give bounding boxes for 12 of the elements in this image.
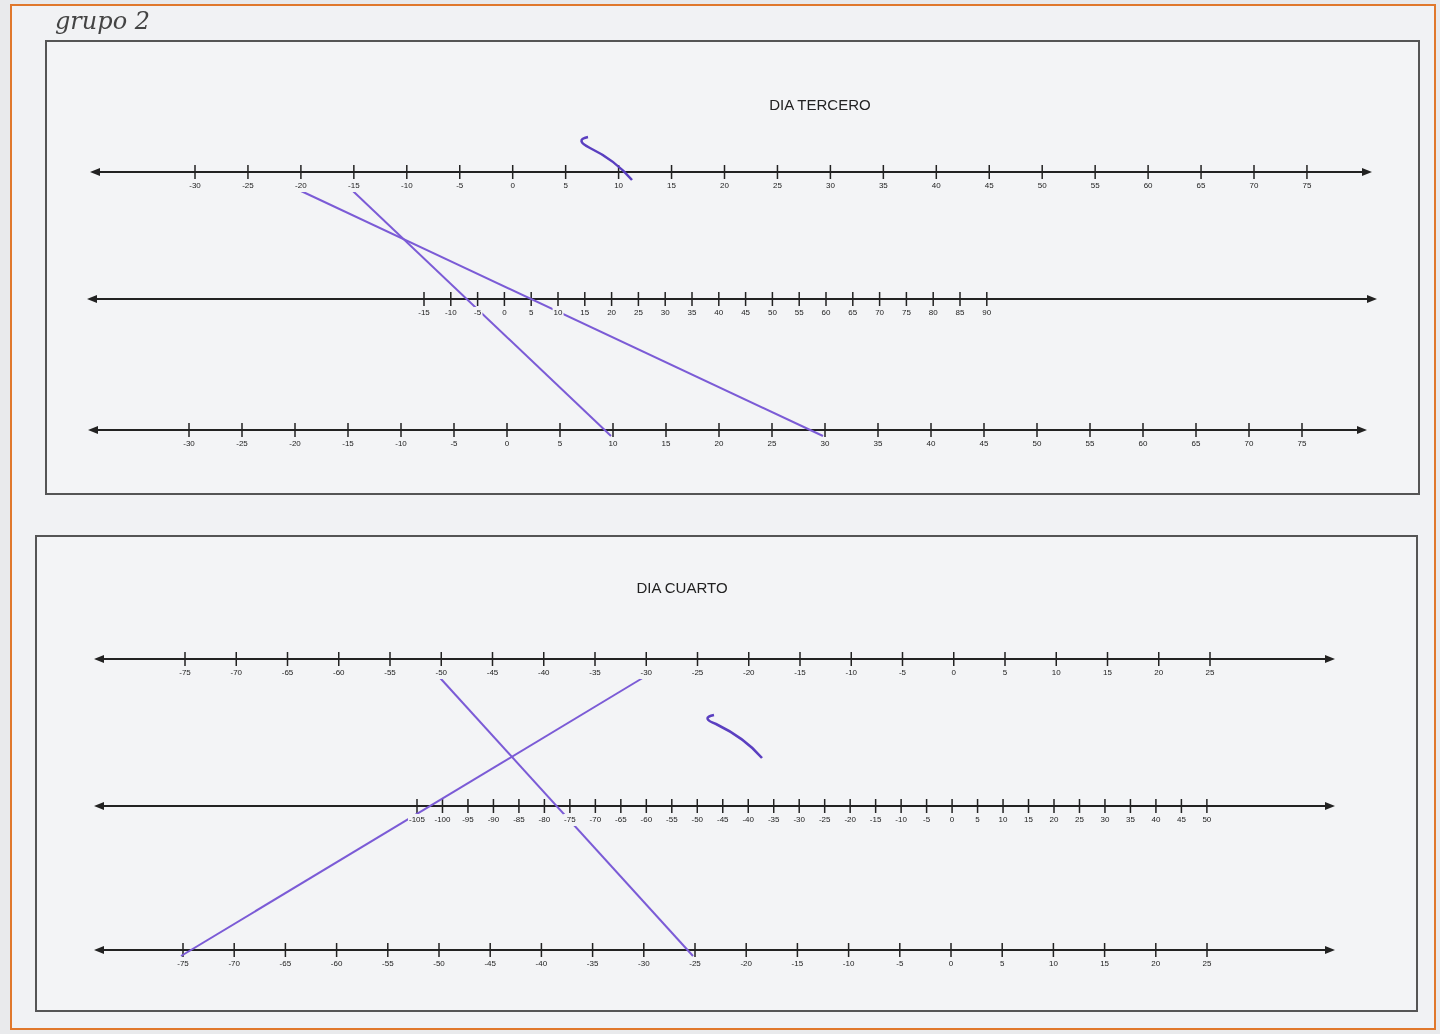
panel-heading: DIA TERCERO — [769, 95, 871, 115]
worksheet-panel — [45, 40, 1420, 495]
panel-heading: DIA CUARTO — [636, 578, 728, 598]
drawn-line — [350, 189, 612, 437]
worksheet-panel — [35, 535, 1418, 1012]
tick-label: -75 — [563, 814, 577, 826]
tick-label: -20 — [294, 180, 308, 192]
tick-label: -50 — [434, 667, 449, 679]
tick-label: -30 — [639, 667, 654, 679]
handwritten-title: grupo 2 — [55, 6, 150, 36]
drawn-line — [438, 676, 694, 957]
tick-label: -15 — [347, 180, 361, 192]
